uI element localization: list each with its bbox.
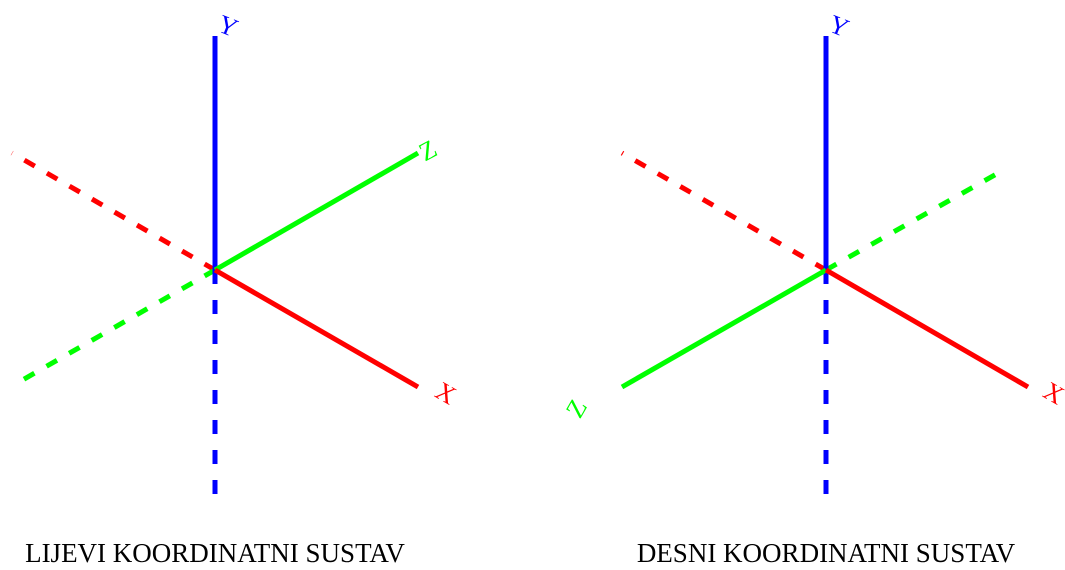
left-z-axis-negative — [10, 267, 217, 389]
left-coordinate-system: Y Z X LIJEVI KOORDINATNI SUSTAV — [10, 9, 461, 568]
right-x-axis-positive — [824, 267, 1030, 390]
left-x-label: X — [430, 376, 461, 411]
right-z-axis-positive — [620, 267, 828, 390]
right-coordinate-system: Y Z X DESNI KOORDINATNI SUSTAV — [560, 9, 1065, 568]
right-x-axis-negative — [620, 150, 828, 273]
right-z-label: Z — [560, 394, 593, 422]
right-y-label: Y — [825, 9, 853, 43]
right-z-axis-negative — [824, 169, 1002, 273]
left-z-axis-positive — [213, 150, 420, 273]
left-caption: LIJEVI KOORDINATNI SUSTAV — [25, 538, 405, 568]
right-x-label: X — [1038, 376, 1065, 411]
left-z-label: Z — [414, 134, 442, 167]
right-caption: DESNI KOORDINATNI SUSTAV — [637, 538, 1016, 568]
left-x-axis-negative — [10, 150, 217, 273]
left-y-label: Y — [214, 9, 242, 43]
left-x-axis-positive — [213, 267, 420, 390]
